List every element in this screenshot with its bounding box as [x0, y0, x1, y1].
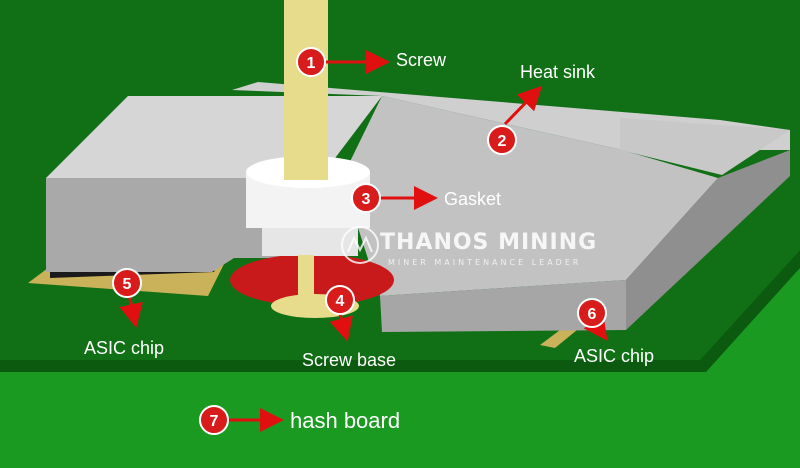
screw	[284, 0, 328, 180]
heat-sink-right-top-plate	[342, 96, 718, 296]
board-front-edge	[0, 250, 800, 468]
marker-2-label: 2	[498, 133, 507, 150]
marker-1-label: 1	[307, 55, 316, 72]
label-heat-sink: Heat sink	[520, 62, 596, 82]
arrow-screw-base	[329, 313, 353, 342]
arrow-heat-sink	[503, 85, 543, 126]
marker-3: 3	[351, 183, 381, 213]
marker-3-label: 3	[362, 191, 371, 208]
heat-sink-right-side	[626, 150, 790, 330]
marker-7-label: 7	[210, 413, 219, 430]
marker-4-label: 4	[336, 293, 345, 310]
label-asic-chip-right: ASIC chip	[574, 346, 655, 366]
marker-6: 6	[577, 298, 607, 328]
marker-5: 5	[112, 268, 142, 298]
label-hash-board: hash board	[290, 408, 401, 433]
heat-sink-right-top	[620, 118, 790, 175]
label-asic-chip-left: ASIC chip	[84, 338, 165, 358]
label-screw: Screw	[396, 50, 447, 70]
marker-1: 1	[296, 47, 326, 77]
label-screw-base: Screw base	[302, 350, 397, 370]
watermark-title: THANOS MINING	[380, 230, 598, 255]
heat-sink-right-front	[380, 280, 626, 332]
watermark-logo-icon	[341, 226, 379, 264]
screw-lower	[298, 255, 314, 303]
label-gasket: Gasket	[444, 189, 502, 209]
marker-5-label: 5	[123, 276, 132, 293]
marker-7: 7	[199, 405, 229, 435]
watermark-subtitle: MINER MAINTENANCE LEADER	[388, 258, 582, 267]
marker-4: 4	[325, 285, 355, 315]
marker-2: 2	[487, 125, 517, 155]
marker-6-label: 6	[588, 306, 597, 323]
